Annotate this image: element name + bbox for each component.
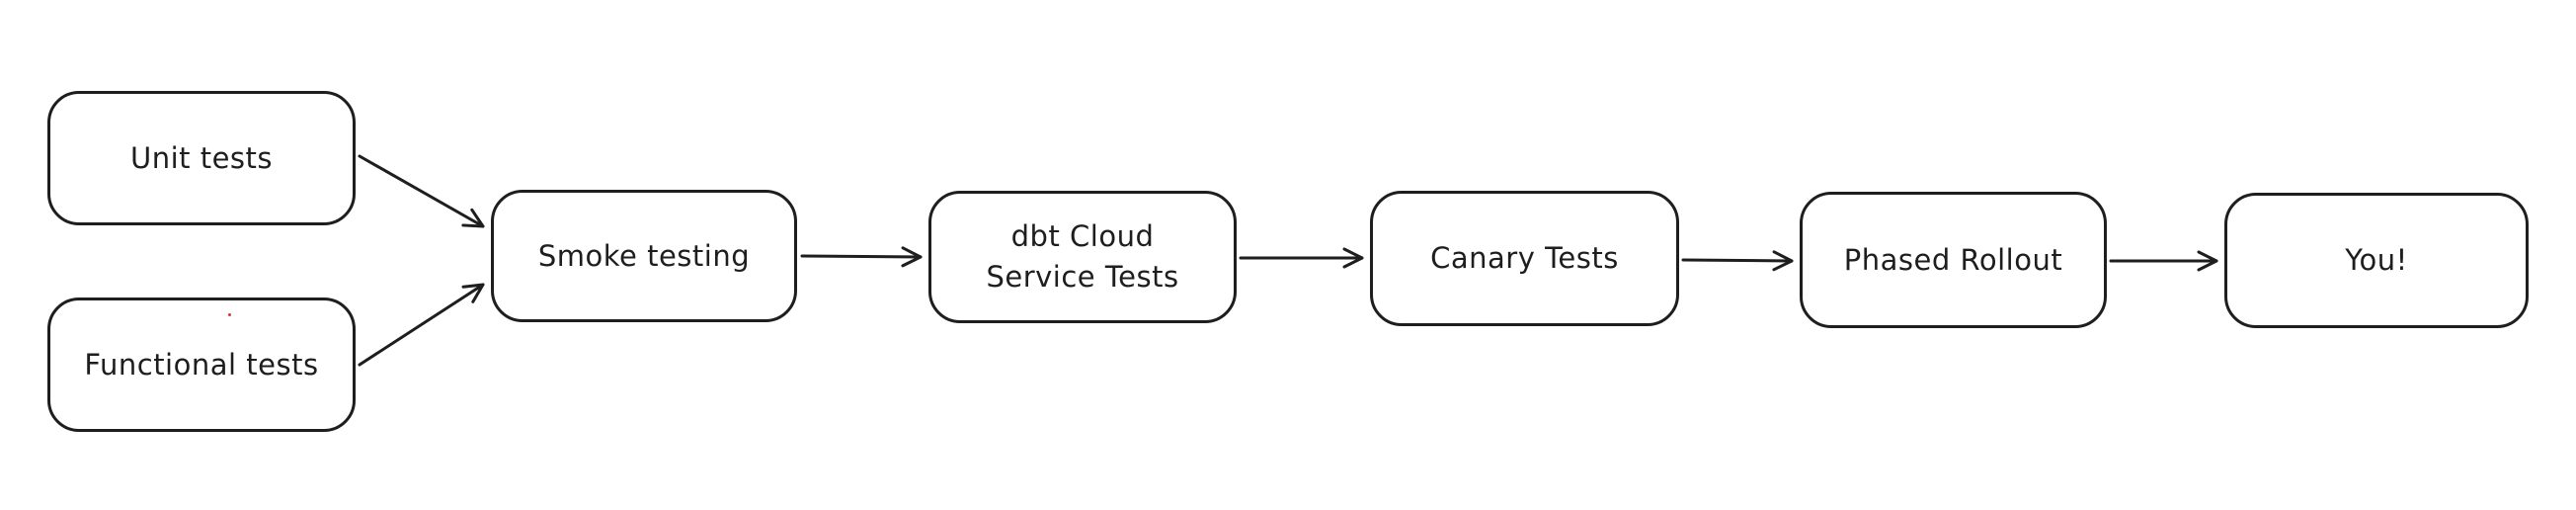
- red-dot-artifact: [228, 313, 231, 316]
- node-you: You!: [2224, 193, 2529, 328]
- node-canary-tests-label: Canary Tests: [1430, 241, 1619, 275]
- node-phased-rollout: Phased Rollout: [1800, 192, 2107, 328]
- node-smoke-testing-label: Smoke testing: [537, 238, 751, 273]
- node-canary-tests: Canary Tests: [1370, 191, 1679, 326]
- node-dbt-cloud-service-tests-label: dbt Cloud Service Tests: [986, 219, 1179, 294]
- node-functional-tests: Functional tests: [47, 298, 356, 432]
- node-unit-tests: Unit tests: [47, 91, 356, 225]
- edge-smoke-to-dbt: [800, 246, 923, 268]
- node-functional-tests-label: Functional tests: [84, 347, 319, 382]
- node-dbt-cloud-service-tests: dbt Cloud Service Tests: [928, 191, 1237, 323]
- node-unit-tests-label: Unit tests: [129, 140, 274, 175]
- node-phased-rollout-label: Phased Rollout: [1843, 242, 2063, 277]
- edge-unit-to-smoke: [358, 154, 485, 228]
- node-you-label: You!: [2345, 243, 2408, 277]
- edge-canary-to-phased: [1681, 250, 1794, 272]
- edge-functional-to-smoke: [358, 283, 485, 367]
- node-smoke-testing: Smoke testing: [491, 190, 797, 322]
